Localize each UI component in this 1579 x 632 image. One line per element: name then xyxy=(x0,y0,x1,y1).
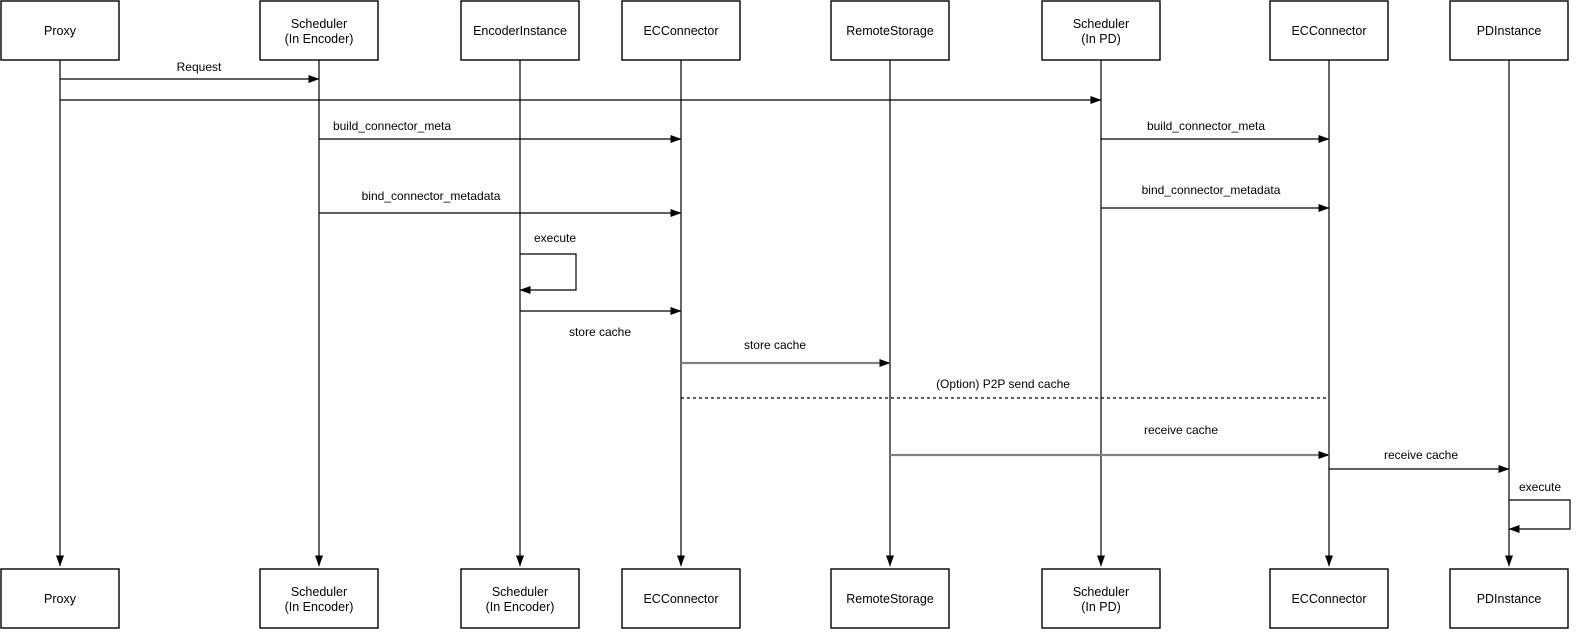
scheduler-in-pd-top-label: (In PD) xyxy=(1081,32,1121,46)
scheduler-in-pd-bottom-label: Scheduler xyxy=(1073,585,1129,599)
scheduler-in-pd-bottom-box xyxy=(1041,568,1161,629)
message-label-2: build_connector_meta xyxy=(333,119,451,133)
message-label-9: receive cache xyxy=(1144,423,1218,437)
ec-connector-bottom-label: ECConnector xyxy=(643,592,718,606)
encoder-instance-top-box xyxy=(460,0,580,61)
scheduler-in-encoder-bottom-label: Scheduler xyxy=(291,585,347,599)
self-loop-arrow-1 xyxy=(1508,499,1571,533)
remote-storage-top-label: RemoteStorage xyxy=(846,24,934,38)
remote-storage-bottom-box xyxy=(830,568,950,629)
self-loop-label-0: execute xyxy=(534,231,576,245)
scheduler-in-pd-bottom-label: (In PD) xyxy=(1081,600,1121,614)
ec-connector-top-box xyxy=(621,0,741,61)
proxy-bottom-box xyxy=(0,568,120,629)
message-label-7: store cache xyxy=(744,338,806,352)
message-label-4: bind_connector_metadata xyxy=(362,189,501,203)
scheduler-in-encoder-bottom-box xyxy=(259,568,379,629)
scheduler-in-encoder-bottom-label: (In Encoder) xyxy=(285,600,354,614)
message-label-0: Request xyxy=(177,60,222,74)
scheduler-in-encoder-top-box xyxy=(259,0,379,61)
scheduler-in-pd-top-box xyxy=(1041,0,1161,61)
proxy-top-box xyxy=(0,0,120,61)
ec-connector-2-top-label: ECConnector xyxy=(1291,24,1366,38)
pd-instance-top-label: PDInstance xyxy=(1477,24,1542,38)
encoder-instance-bottom-box xyxy=(460,568,580,629)
encoder-instance-bottom-label: Scheduler xyxy=(492,585,548,599)
remote-storage-bottom-label: RemoteStorage xyxy=(846,592,934,606)
pd-instance-bottom-label: PDInstance xyxy=(1477,592,1542,606)
self-loop-label-1: execute xyxy=(1519,480,1561,494)
message-label-3: build_connector_meta xyxy=(1147,119,1265,133)
scheduler-in-encoder-top-label: Scheduler xyxy=(291,17,347,31)
ec-connector-top-label: ECConnector xyxy=(643,24,718,38)
pd-instance-bottom-box xyxy=(1449,568,1569,629)
message-label-10: receive cache xyxy=(1384,448,1458,462)
message-label-6: store cache xyxy=(569,325,631,339)
scheduler-in-pd-top-label: Scheduler xyxy=(1073,17,1129,31)
self-loop-arrow-0 xyxy=(519,253,577,294)
remote-storage-top-box xyxy=(830,0,950,61)
pd-instance-top-box xyxy=(1449,0,1569,61)
message-label-8: (Option) P2P send cache xyxy=(936,377,1070,391)
ec-connector-bottom-box xyxy=(621,568,741,629)
encoder-instance-bottom-label: (In Encoder) xyxy=(486,600,555,614)
proxy-top-label: Proxy xyxy=(44,24,77,38)
message-label-5: bind_connector_metadata xyxy=(1142,183,1281,197)
proxy-bottom-label: Proxy xyxy=(44,592,77,606)
ec-connector-2-top-box xyxy=(1269,0,1389,61)
ec-connector-2-bottom-label: ECConnector xyxy=(1291,592,1366,606)
ec-connector-2-bottom-box xyxy=(1269,568,1389,629)
scheduler-in-encoder-top-label: (In Encoder) xyxy=(285,32,354,46)
encoder-instance-top-label: EncoderInstance xyxy=(473,24,567,38)
